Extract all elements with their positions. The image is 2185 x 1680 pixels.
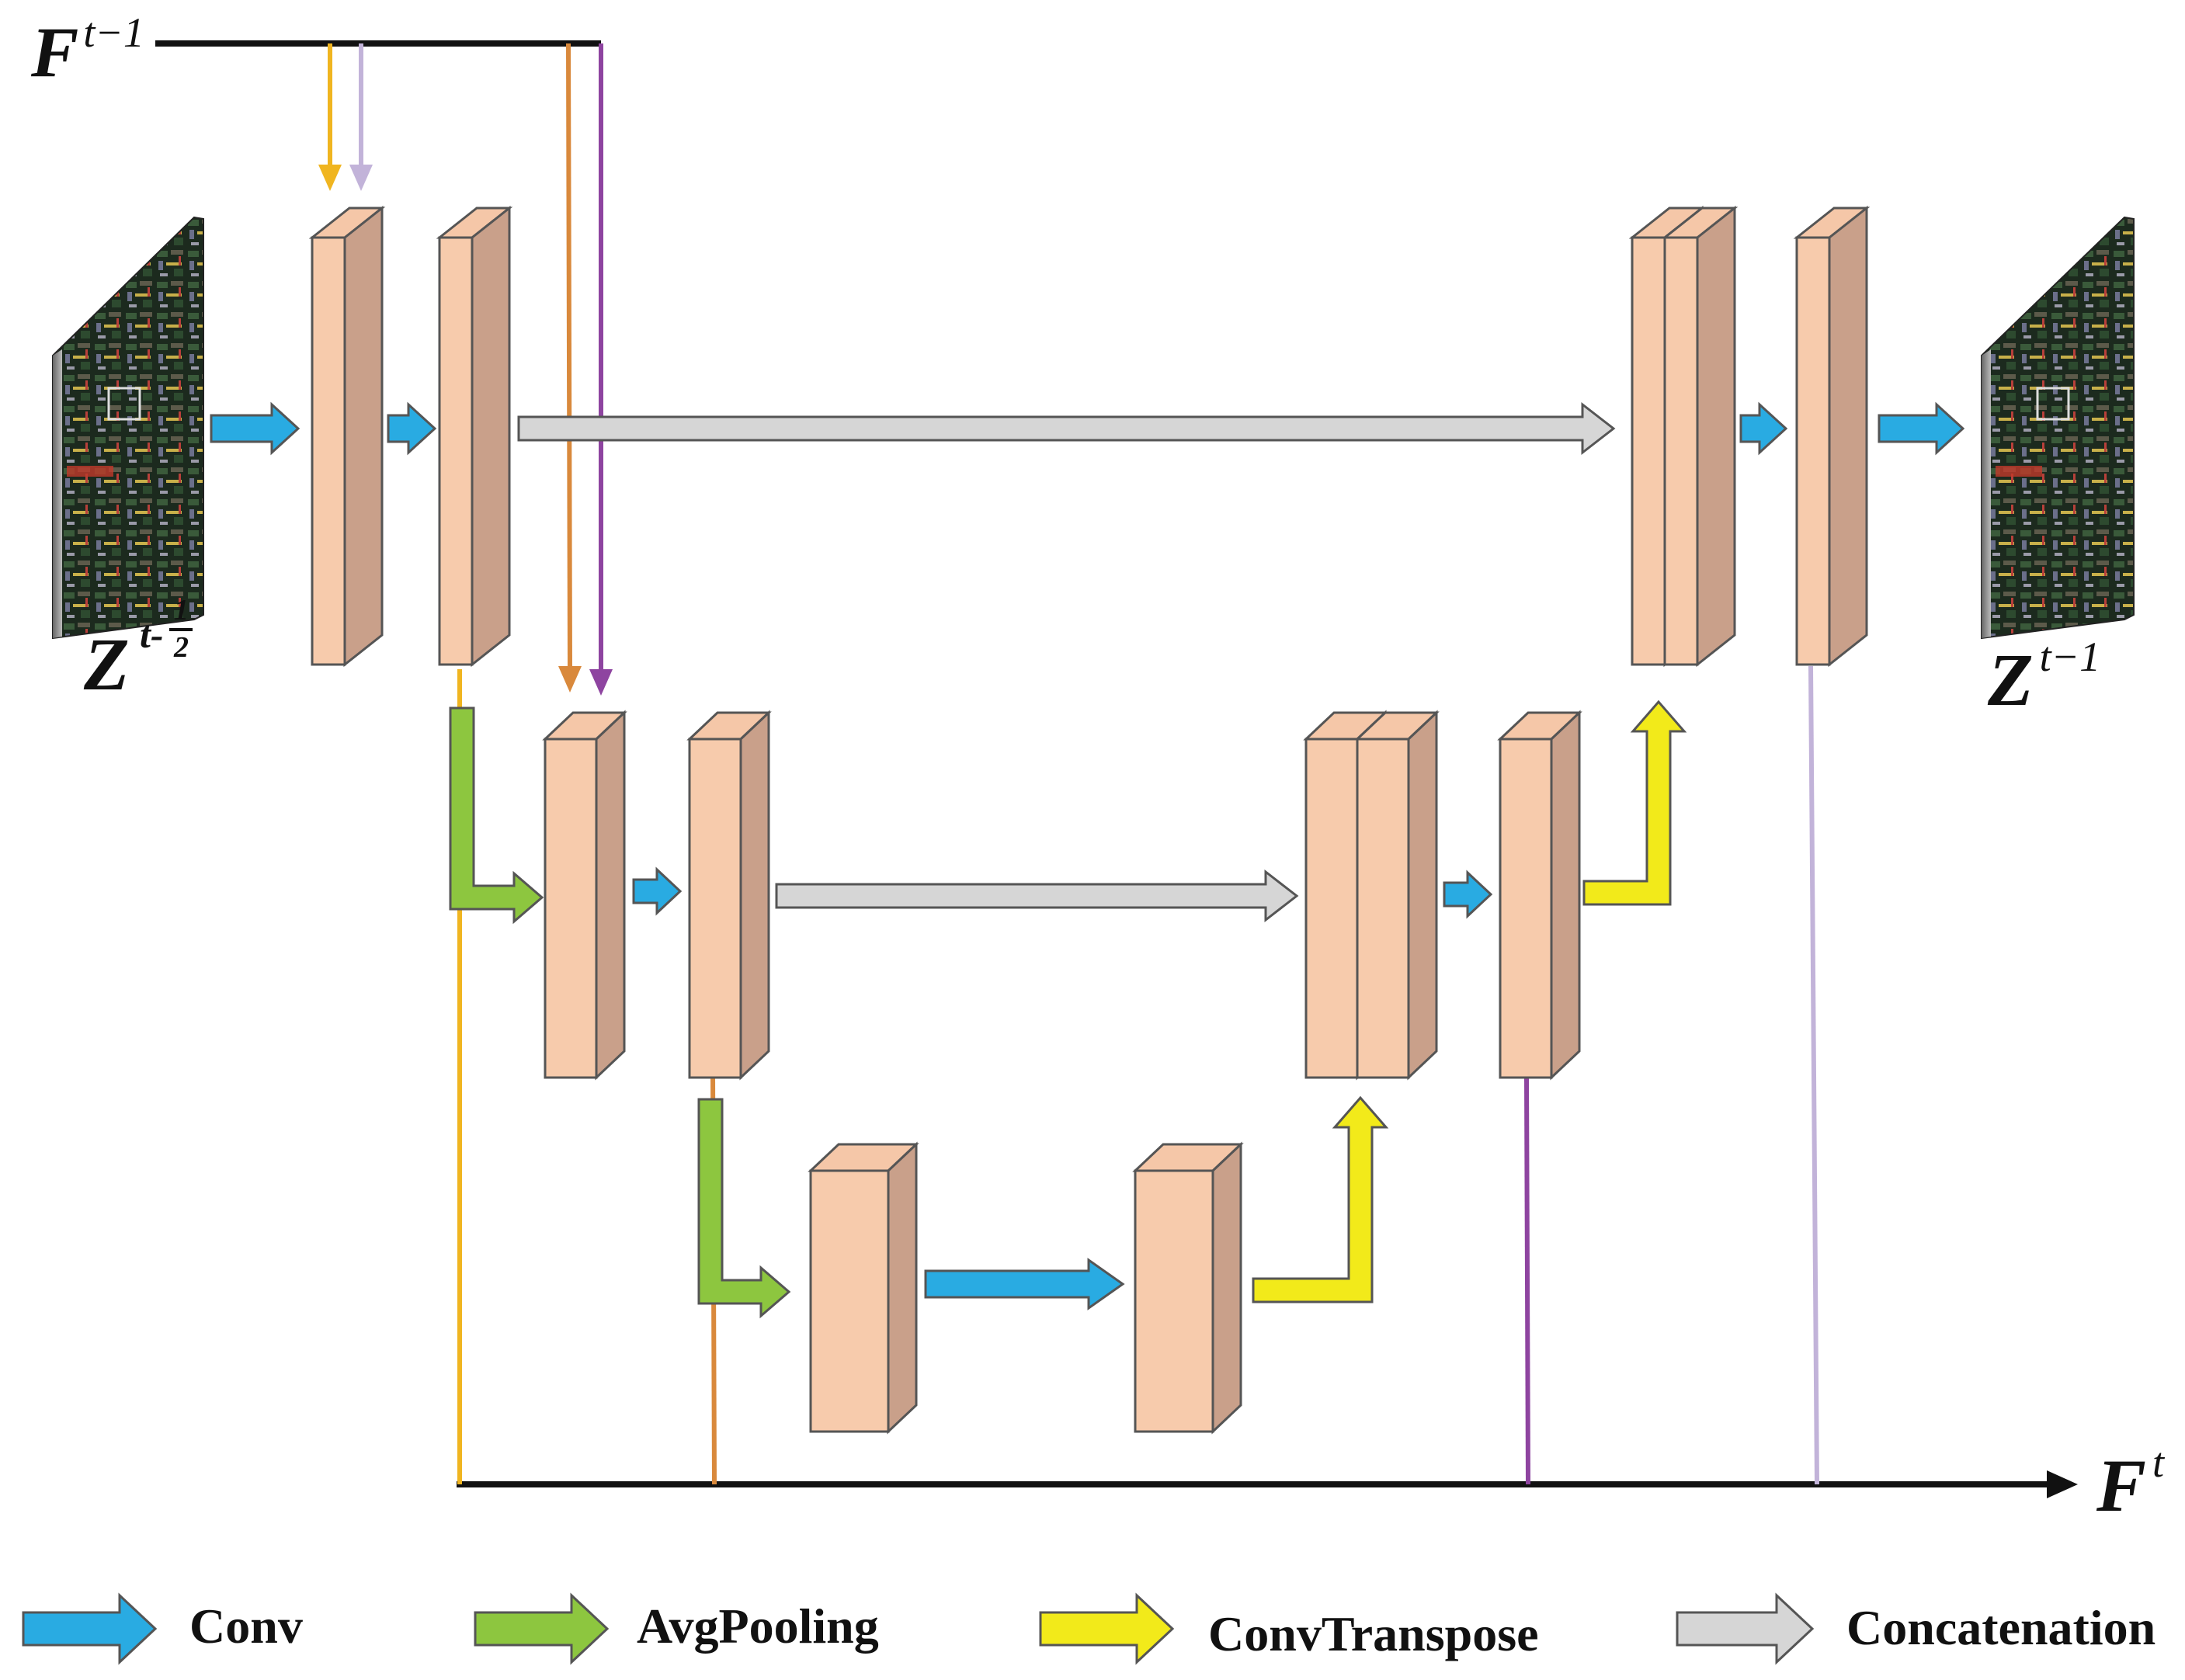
legend-arrow-conv — [22, 1592, 158, 1665]
conv-arrow-dec1 — [1739, 401, 1788, 456]
conv-arrow-enc1 — [387, 401, 437, 456]
flow-arrows — [210, 401, 1965, 1319]
label-z-input: Z t- 1 2 — [84, 594, 193, 707]
block-encoder-2a — [542, 710, 627, 1081]
block-bottleneck-b — [1132, 1141, 1244, 1435]
legend-arrow-convtranspose — [1039, 1592, 1175, 1665]
pool-arrow-level2 — [697, 1098, 791, 1319]
block-decoder-2-concat-b — [1354, 710, 1440, 1081]
pool-arrow-level1 — [449, 706, 544, 925]
block-decoder-2-out — [1497, 710, 1582, 1081]
legend-label-conv: Conv — [189, 1598, 303, 1654]
legend-arrow-avgpooling — [474, 1592, 610, 1665]
block-encoder-2b — [686, 710, 772, 1081]
output-image — [1981, 216, 2135, 640]
convtranspose-arrow-level2 — [1252, 1095, 1389, 1303]
convtranspose-arrow-level1 — [1582, 699, 1687, 906]
feature-blocks — [308, 205, 1871, 1435]
conv-arrow-input — [210, 401, 300, 456]
block-decoder-1-out — [1793, 205, 1871, 668]
legend-label-concatenation: Concatenation — [1846, 1600, 2156, 1655]
conv-arrow-output — [1878, 401, 1965, 456]
orange-in-line — [566, 43, 572, 670]
f-out-arrowhead — [2047, 1470, 2078, 1498]
conv-arrow-enc2 — [632, 866, 683, 916]
block-decoder-1-concat-b — [1661, 205, 1739, 668]
legend-label-convtranspose: ConvTranspose — [1208, 1606, 1539, 1661]
concat-arrow-level2 — [775, 869, 1299, 923]
purple-out-line — [1524, 1077, 1530, 1485]
legend — [22, 1592, 1815, 1665]
block-encoder-1b — [436, 205, 513, 668]
lilac-out-line — [1808, 665, 1819, 1485]
block-bottleneck-a — [808, 1141, 919, 1435]
conv-arrow-dec2 — [1443, 870, 1493, 919]
legend-arrow-concatenation — [1676, 1592, 1815, 1665]
legend-label-avgpooling: AvgPooling — [637, 1598, 879, 1654]
block-encoder-1a — [308, 205, 386, 668]
concat-arrow-level1 — [517, 401, 1616, 456]
conv-arrow-bottleneck — [924, 1258, 1125, 1310]
input-image — [52, 216, 204, 640]
